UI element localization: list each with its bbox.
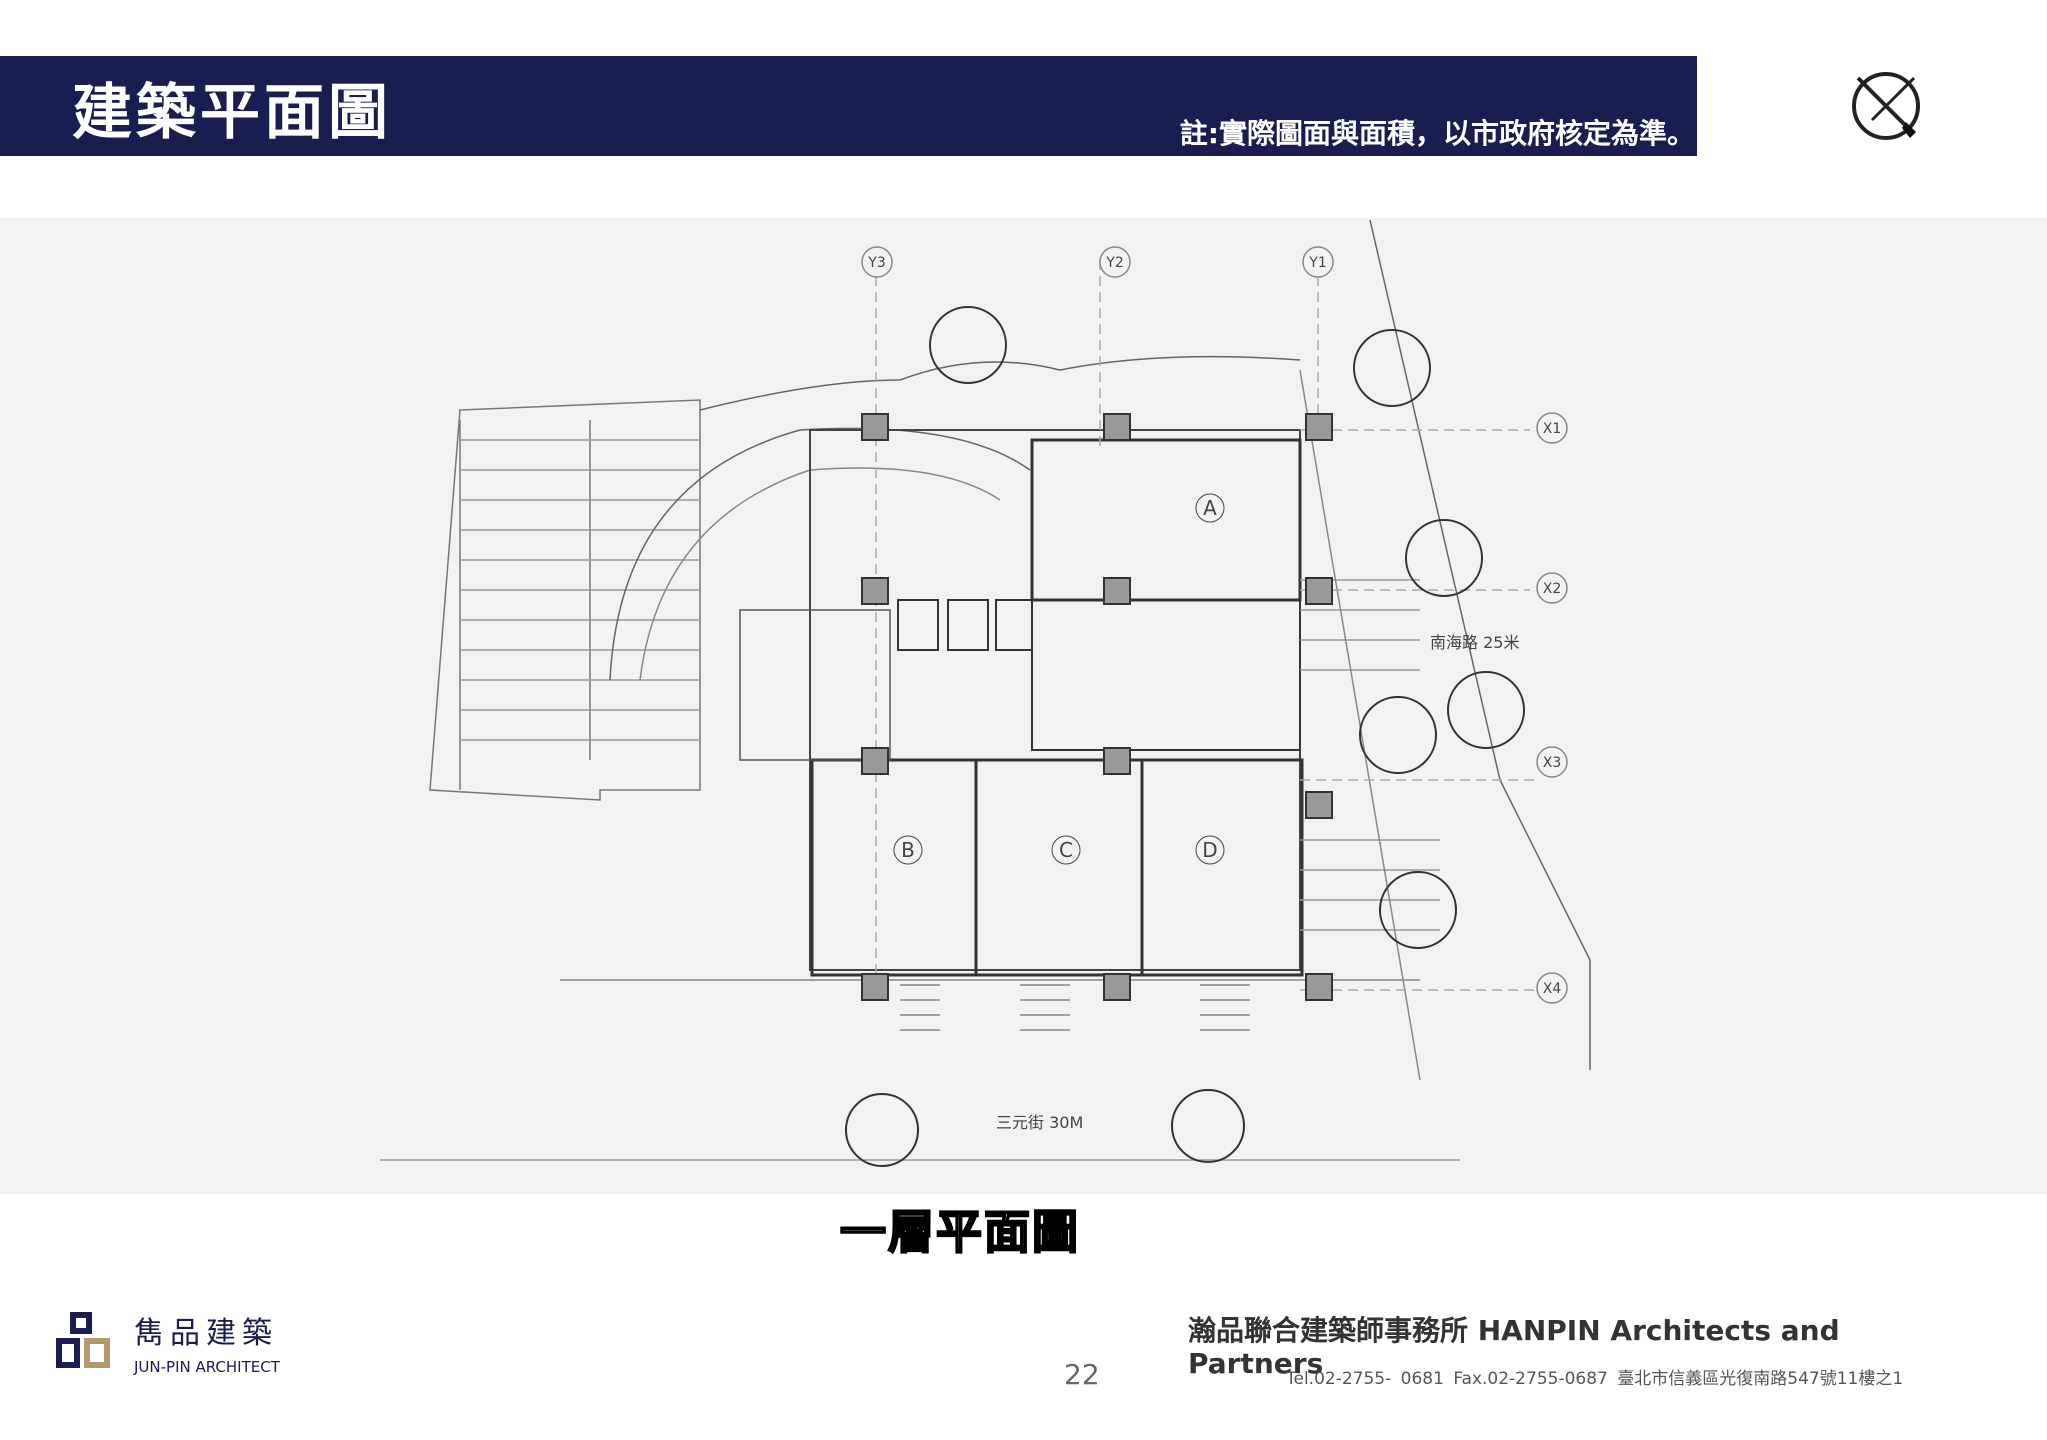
page-title: 建築平面圖 xyxy=(72,78,392,148)
firm-name: 瀚品聯合建築師事務所 HANPIN Architects and Partner… xyxy=(1188,1314,1840,1380)
unit-label-b: B xyxy=(901,838,915,862)
grid-label-x3: X3 xyxy=(1543,755,1562,771)
header-bar xyxy=(0,56,1697,156)
header-note: 註:實際圖面與面積，以市政府核定為準。 xyxy=(1179,117,1695,150)
page-number: 22 xyxy=(1064,1358,1100,1391)
grid-label-x1: X1 xyxy=(1543,421,1562,437)
grid-label-y3: Y3 xyxy=(867,255,885,271)
grid-label-x4: X4 xyxy=(1543,981,1562,997)
unit-label-d: D xyxy=(1202,838,1217,862)
street-label-east: 南海路 25米 xyxy=(1430,633,1519,652)
grid-label-x2: X2 xyxy=(1543,581,1562,597)
brand-name-cn: 雋品建築 xyxy=(134,1316,278,1351)
firm-contact: Tel.02-2755- 0681 Fax.02-2755-0687 臺北市信義… xyxy=(1286,1369,1904,1389)
north-arrow-icon xyxy=(1852,72,1920,140)
floor-plan-drawing: Y3 Y2 Y1 X1 X2 X3 X4 A B C D 三元街 30M 南海路… xyxy=(380,219,1591,1167)
brand-name-en: JUN-PIN ARCHITECT xyxy=(134,1358,280,1376)
street-label-south: 三元街 30M xyxy=(996,1113,1083,1132)
plan-caption: 一層平面圖 xyxy=(839,1204,1080,1260)
unit-label-c: C xyxy=(1059,838,1073,862)
grid-label-y1: Y1 xyxy=(1308,255,1326,271)
floor-plan-panel xyxy=(0,218,2047,1194)
unit-label-a: A xyxy=(1203,496,1217,520)
jun-pin-logo-icon xyxy=(56,1312,110,1368)
grid-label-y2: Y2 xyxy=(1105,255,1123,271)
